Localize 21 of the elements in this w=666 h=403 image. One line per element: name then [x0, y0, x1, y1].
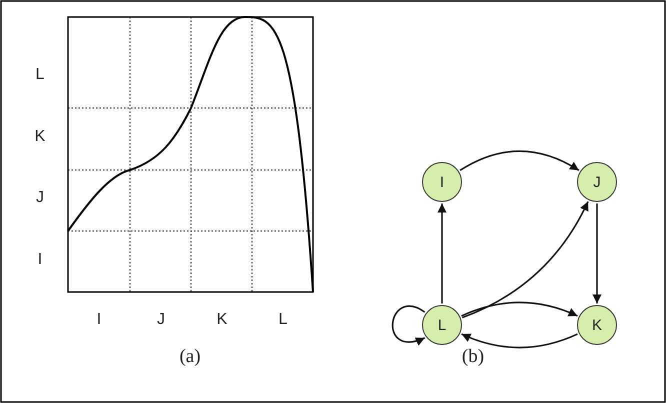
arrow	[592, 204, 602, 304]
arrow	[461, 302, 578, 317]
state-circle: J	[577, 162, 617, 202]
panel-caption: (a)	[179, 346, 201, 368]
state-circle: L	[422, 305, 462, 345]
x-tick-label: J	[157, 311, 165, 329]
arrow	[461, 333, 578, 348]
y-tick-label: L	[36, 66, 44, 84]
y-tick-label: J	[36, 189, 44, 207]
state-circle: K	[577, 305, 617, 345]
x-tick-label: I	[96, 311, 102, 329]
panel-caption: (b)	[462, 346, 484, 368]
y-tick-label: I	[38, 251, 42, 269]
arrow	[460, 150, 580, 172]
arrow	[392, 305, 426, 346]
y-tick-label: K	[34, 128, 46, 146]
x-tick-label: K	[216, 311, 228, 329]
arrow	[438, 204, 446, 304]
state-circle: I	[422, 162, 462, 202]
x-tick-label: L	[278, 311, 288, 329]
arrow	[462, 201, 589, 318]
